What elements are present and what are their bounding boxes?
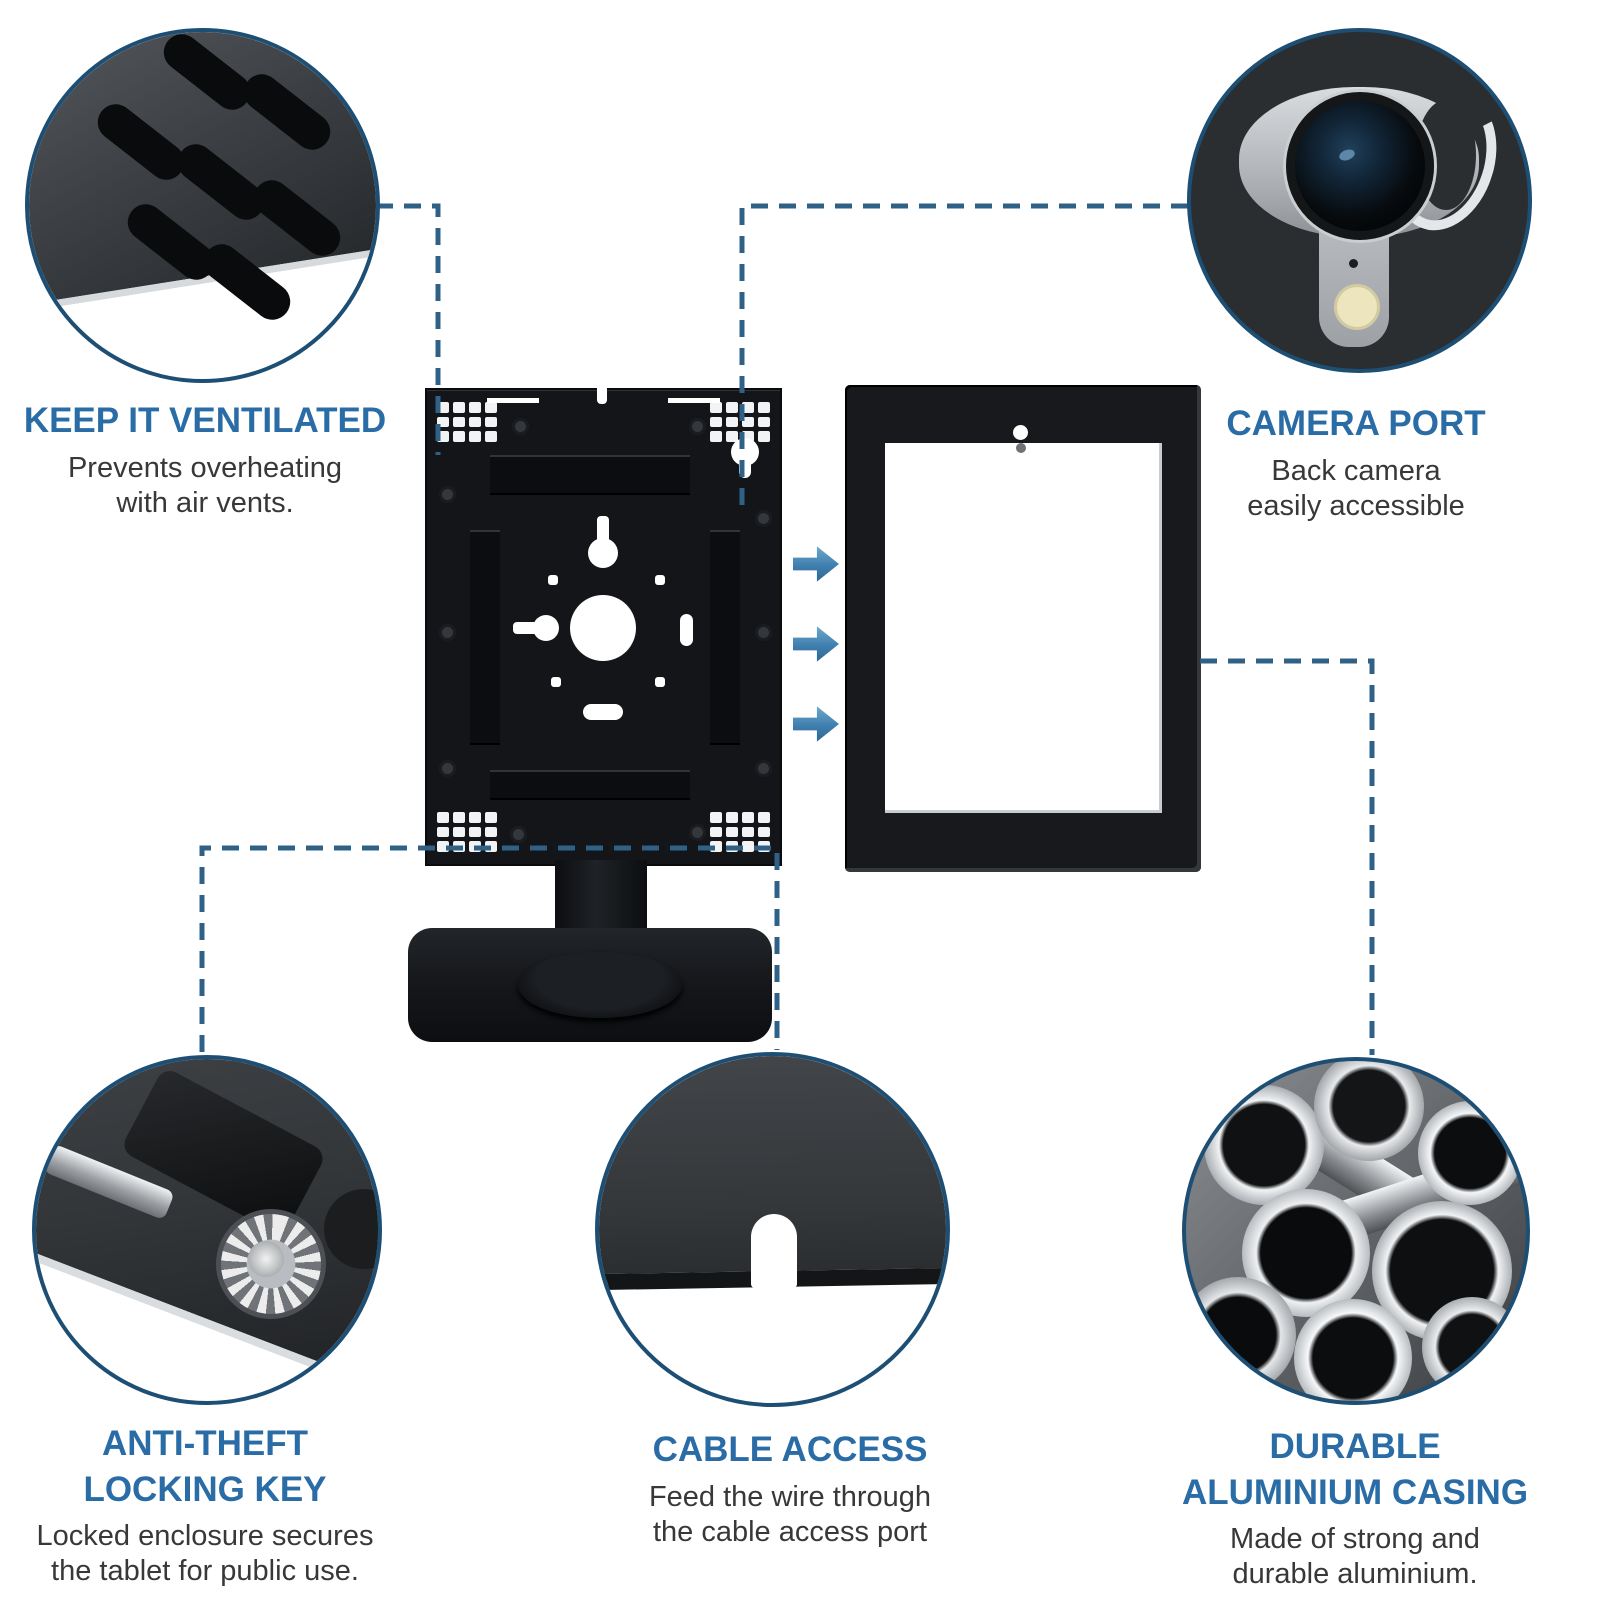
front-camera-dot	[1016, 443, 1026, 453]
mount-rail	[710, 530, 740, 745]
screw-hole	[655, 677, 665, 687]
feature-title: ANTI-THEFT LOCKING KEY	[83, 1424, 327, 1509]
screw-icon	[755, 624, 772, 641]
screw-hole	[551, 677, 561, 687]
feature-title: CABLE ACCESS	[652, 1430, 928, 1469]
screw-icon	[755, 760, 772, 777]
ventilation-photo-circle	[25, 28, 380, 383]
connector-aluminium	[1200, 658, 1375, 1055]
feature-description: Locked enclosure secures the tablet for …	[36, 1520, 374, 1588]
side-slot	[680, 614, 693, 646]
feature-ventilation: KEEP IT VENTILATED Prevents overheating …	[0, 398, 465, 521]
back-camera-cutout	[731, 438, 759, 478]
screw-hole	[655, 575, 665, 585]
keyhole-slot	[513, 615, 559, 641]
feature-description: Back camera easily accessible	[1247, 454, 1465, 522]
assembly-arrow-icon	[793, 546, 839, 582]
keyhole-slot	[588, 516, 618, 568]
lock-photo-circle	[32, 1055, 382, 1405]
mount-rail	[470, 530, 500, 745]
mount-rail	[490, 770, 690, 800]
cable-slot	[751, 1214, 797, 1288]
mount-slot	[487, 398, 539, 403]
assembly-arrow-icon	[793, 706, 839, 742]
stand-pivot	[518, 952, 682, 1018]
feature-anti-theft: ANTI-THEFT LOCKING KEY Locked enclosure …	[0, 1421, 465, 1590]
cable-photo-circle	[595, 1052, 950, 1407]
feature-cable-access: CABLE ACCESS Feed the wire through the c…	[530, 1427, 1050, 1550]
screw-icon	[689, 418, 706, 435]
center-mount-hole	[570, 595, 636, 661]
screw-icon	[512, 418, 529, 435]
feature-description: Prevents overheating with air vents.	[67, 451, 343, 519]
aluminium-tubes-icon	[1186, 1061, 1526, 1401]
camera-flash	[1334, 284, 1380, 330]
vent-grille	[437, 402, 497, 442]
screw-icon	[510, 826, 527, 843]
mount-rail	[490, 455, 690, 495]
vent-grille	[710, 812, 770, 852]
feature-title: DURABLE ALUMINIUM CASING	[1181, 1427, 1529, 1512]
locking-key-icon	[36, 1059, 378, 1401]
screw-hole	[548, 575, 558, 585]
screw-icon	[439, 486, 456, 503]
front-camera-hole	[1013, 425, 1028, 440]
assembly-arrow-icon	[793, 626, 839, 662]
vent-grille	[710, 402, 770, 442]
feature-title: CAMERA PORT	[1226, 404, 1486, 443]
feature-aluminium-casing: DURABLE ALUMINIUM CASING Made of strong …	[1095, 1424, 1600, 1593]
air-vents-icon	[29, 32, 376, 379]
aluminium-photo-circle	[1182, 1057, 1530, 1405]
feature-description: Feed the wire through the cable access p…	[648, 1480, 932, 1548]
feature-camera-port: CAMERA PORT Back camera easily accessibl…	[1096, 401, 1600, 524]
mount-slot	[668, 398, 720, 403]
back-camera-icon	[1191, 32, 1528, 369]
vent-grille	[437, 812, 497, 852]
feature-description: Made of strong and durable aluminium.	[1230, 1523, 1480, 1591]
screw-icon	[755, 510, 772, 527]
cable-port-icon	[599, 1056, 946, 1403]
screw-icon	[439, 760, 456, 777]
screw-icon	[439, 624, 456, 641]
camera-photo-circle	[1187, 28, 1532, 373]
screw-icon	[689, 824, 706, 841]
feature-title: KEEP IT VENTILATED	[23, 401, 387, 440]
enclosure-back-plate	[425, 388, 782, 866]
top-notch	[597, 388, 607, 404]
bottom-slot	[583, 704, 623, 720]
